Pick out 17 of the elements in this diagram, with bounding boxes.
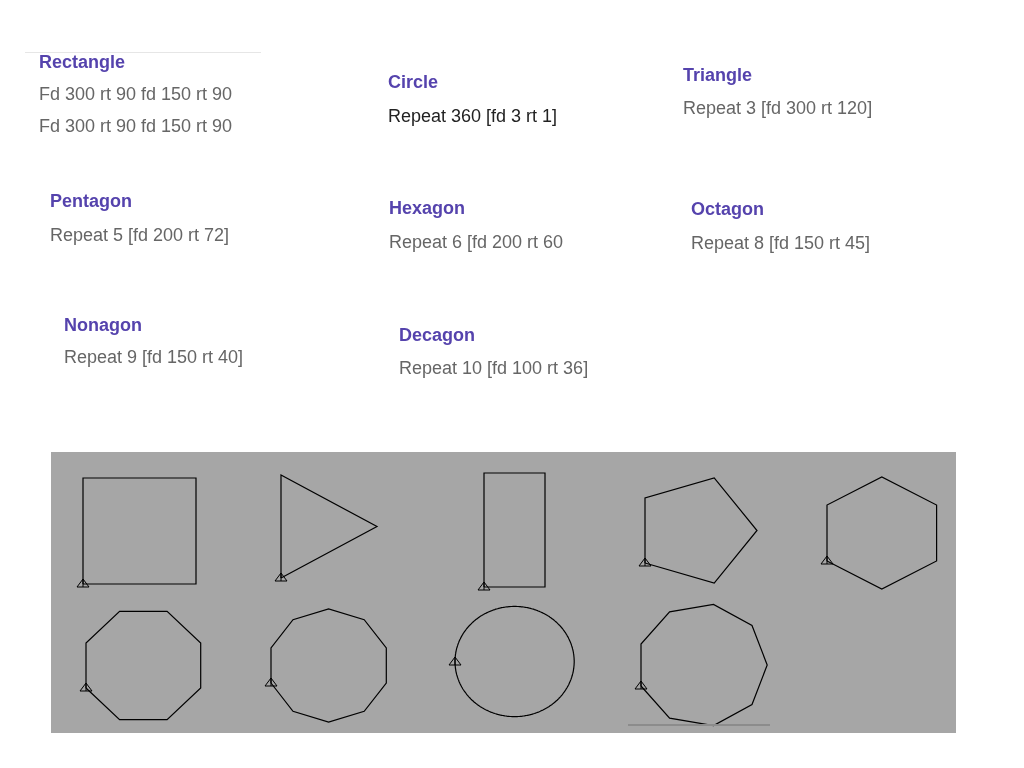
turtle-command-text: Repeat 8 [fd 150 rt 45] [691,233,871,253]
shape-name-heading: Pentagon [50,191,132,211]
turtle-command-text: Fd 300 rt 90 fd 150 rt 90 [39,116,233,136]
turtle-command-text: Repeat 5 [fd 200 rt 72] [50,225,230,245]
shape-name-heading: Triangle [683,65,753,85]
shape-name-heading: Octagon [691,199,764,219]
shape-name-heading: Nonagon [64,315,142,335]
turtle-command-text: Repeat 6 [fd 200 rt 60 [389,232,564,252]
turtle-command-text: Fd 300 rt 90 fd 150 rt 90 [39,84,233,104]
shape-name-heading: Decagon [399,325,476,345]
turtle-command-text: Repeat 10 [fd 100 rt 36] [399,358,589,378]
turtle-command-text: Repeat 9 [fd 150 rt 40] [64,347,244,367]
turtle-command-text: Repeat 3 [fd 300 rt 120] [683,98,873,118]
shape-name-heading: Circle [388,72,439,92]
shape-name-heading: Hexagon [389,198,466,218]
turtle-command-text: Repeat 360 [fd 3 rt 1] [388,106,558,126]
shape-name-heading: Rectangle [39,52,126,72]
